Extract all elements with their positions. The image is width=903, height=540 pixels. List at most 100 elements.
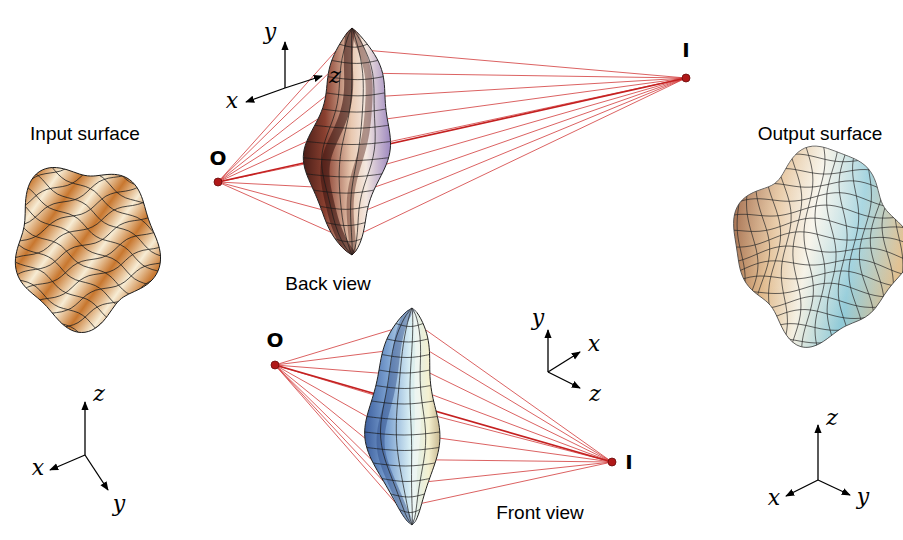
axis-arrow [548, 352, 580, 372]
grid-line [722, 135, 746, 355]
grid-line [766, 135, 781, 355]
axis-arrow [285, 76, 322, 88]
grid-line [838, 135, 852, 355]
grid-line [0, 139, 156, 237]
grid-line [0, 110, 142, 208]
grid-line [0, 272, 128, 386]
axis-arrow [85, 455, 108, 490]
grid-line [391, 494, 425, 497]
grid-line [7, 239, 204, 337]
axes-group [50, 42, 850, 496]
grid-line [382, 355, 430, 358]
surface-group [0, 28, 903, 525]
light-ray [275, 365, 365, 438]
grid-line [720, 310, 903, 326]
point-label: O [209, 148, 226, 168]
light-ray [425, 330, 612, 462]
light-ray [383, 73, 686, 78]
grid-line [410, 308, 413, 525]
grid-line [382, 479, 430, 482]
grid-line [720, 218, 903, 232]
axis-arrow [817, 425, 818, 480]
grid-line [372, 401, 434, 404]
point-marker [214, 178, 222, 186]
grid-line [720, 259, 903, 277]
grid-line [322, 28, 352, 255]
lens-surface [303, 28, 390, 255]
axis-label: z [329, 65, 341, 87]
view-caption: Back view [285, 274, 371, 293]
grid-line [720, 338, 903, 356]
grid-line [373, 463, 435, 466]
surface-body [734, 146, 903, 347]
grid-line [14, 254, 211, 352]
grid-line [0, 176, 186, 290]
grid-line [720, 283, 903, 297]
grid-line [720, 246, 903, 264]
surface-title: Input surface [30, 124, 140, 143]
grid-line [0, 225, 197, 323]
light-ray [386, 78, 686, 164]
point-label: I [625, 452, 632, 472]
grid-line [720, 205, 903, 219]
grid-line [48, 95, 236, 209]
light-ray [367, 78, 686, 210]
grid-line [367, 448, 439, 451]
grid-line [326, 93, 385, 96]
light-ray [428, 462, 612, 482]
axis-label: y [532, 307, 544, 329]
grid-line [0, 245, 144, 359]
grid-line [0, 124, 149, 222]
grid-line [788, 135, 802, 355]
grid-line [15, 149, 203, 263]
grid-line [376, 386, 431, 389]
grid-line [6, 163, 194, 277]
grid-line [320, 206, 368, 209]
grid-line [776, 135, 791, 355]
grid-line [351, 28, 364, 255]
grid-line [396, 324, 423, 327]
axis-label: z [93, 383, 105, 405]
grid-line [314, 190, 374, 193]
grid-line [326, 223, 365, 226]
input-surface [0, 95, 236, 400]
grid-line [754, 135, 769, 355]
point-marker [271, 361, 279, 369]
axis-label: z [589, 383, 601, 405]
grid-line [332, 60, 378, 63]
lens-body [303, 28, 390, 255]
ray-group [218, 51, 686, 504]
axis-arrow [548, 372, 580, 388]
axis-arrow [818, 480, 850, 495]
grid-line [35, 297, 232, 395]
grid-line [870, 135, 885, 355]
axis-label: y [264, 21, 276, 43]
lens-surface [365, 308, 440, 525]
grid-line [720, 181, 903, 199]
point-marker [682, 74, 690, 82]
grid-line [859, 135, 874, 355]
grid-line [827, 135, 839, 355]
grid-line [352, 28, 375, 255]
point-marker [608, 458, 616, 466]
lens-shading [412, 308, 418, 525]
grid-line [882, 135, 901, 355]
grid-line [399, 510, 420, 513]
point-label: O [266, 330, 283, 350]
axis-arrow [246, 88, 285, 102]
axis-label: y [857, 486, 869, 508]
surface-highlight [734, 146, 903, 347]
grid-line [315, 125, 389, 128]
grid-line [802, 135, 814, 355]
grid-line [895, 135, 903, 355]
point-label: I [682, 40, 689, 60]
axis-label: y [113, 493, 125, 515]
light-ray [385, 78, 686, 96]
axial-ray [218, 78, 686, 182]
light-ray [422, 462, 612, 503]
grid-line [21, 268, 218, 366]
grid-line [307, 174, 382, 177]
grid-line [0, 204, 169, 318]
